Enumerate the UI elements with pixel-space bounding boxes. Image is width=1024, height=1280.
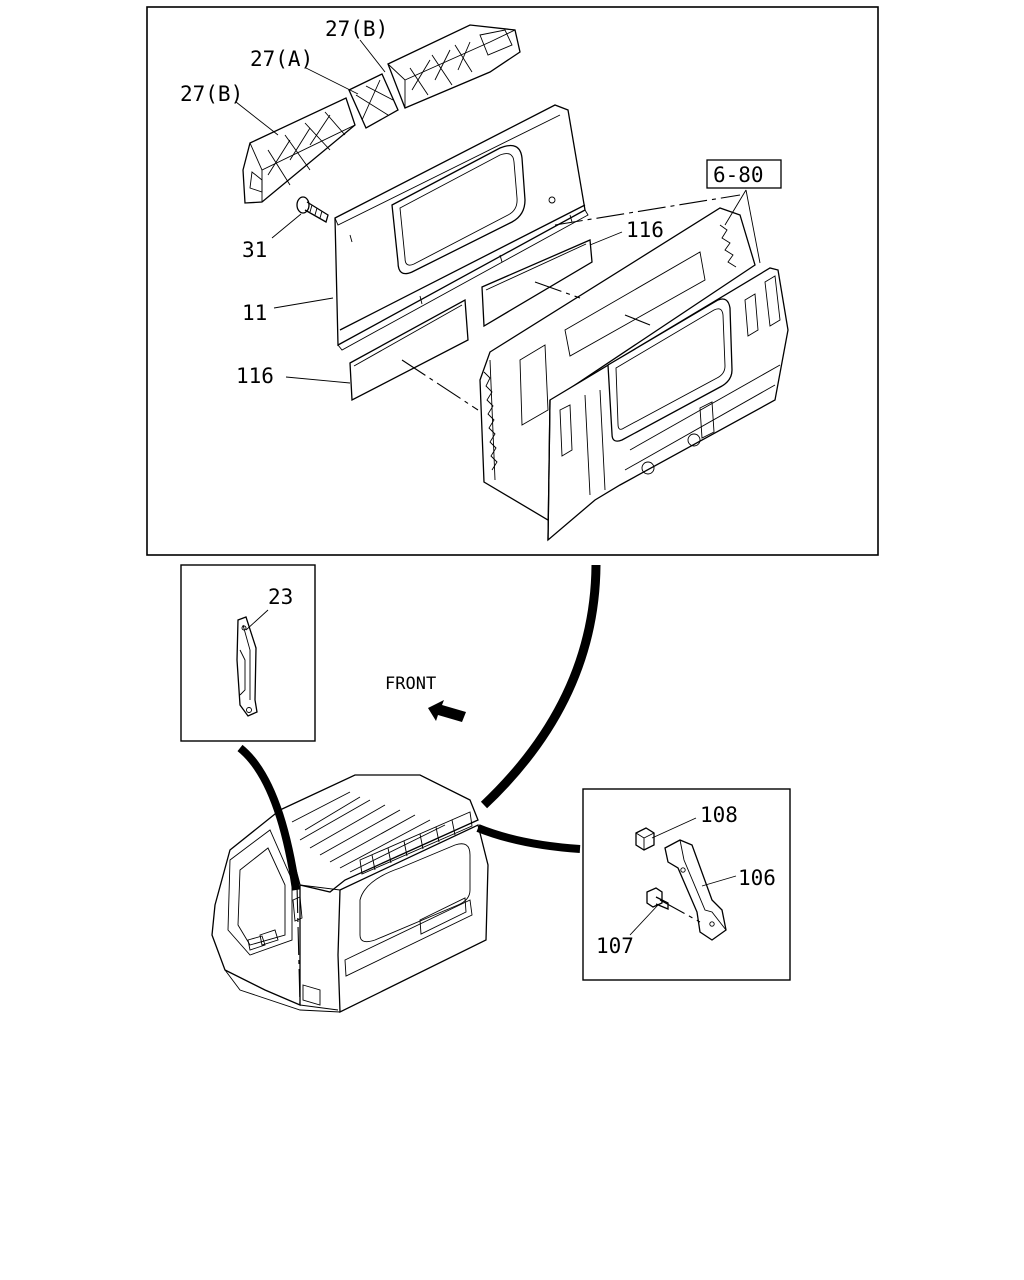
cab-back-panel-front [547,267,789,542]
cab-overview [211,774,489,1014]
label-11: 11 [242,301,267,325]
roof-duct-27b-right [387,24,521,109]
detail-23-frame [180,564,316,742]
bracket-23 [236,616,258,717]
label-116-upper: 116 [626,218,664,242]
center-line-106 [659,899,701,923]
bolt-107 [646,887,669,910]
leader-107 [629,904,659,936]
label-ref-6-80: 6-80 [713,163,764,187]
bracket-106 [664,839,727,941]
screw-31 [296,196,329,223]
leader-23 [245,609,269,631]
label-116-lower: 116 [236,364,274,388]
clip-108 [635,827,655,851]
leader-106 [701,875,737,887]
center-lines-main [401,194,741,411]
callout-curve-106 [476,824,581,853]
label-23: 23 [268,585,293,609]
callout-curve-main [480,564,601,809]
label-front: FRONT [385,674,436,694]
detail-106-frame [582,788,791,981]
front-arrow-icon [428,700,466,722]
leader-lines-main [235,39,761,384]
roof-duct-27a [348,73,399,129]
label-27b-top: 27(B) [325,17,388,41]
ref-6-80-box [706,159,782,189]
label-108: 108 [700,803,738,827]
insulation-116-lower [349,298,469,402]
main-view-frame [146,6,879,556]
roof-duct-27b-left [242,97,356,204]
label-106: 106 [738,866,776,890]
label-27a: 27(A) [250,47,313,71]
label-27b-left: 27(B) [180,82,243,106]
leader-108 [651,817,697,839]
label-31: 31 [242,238,267,262]
callout-curve-23 [237,744,300,891]
back-panel-11 [334,104,589,351]
label-107: 107 [596,934,634,958]
